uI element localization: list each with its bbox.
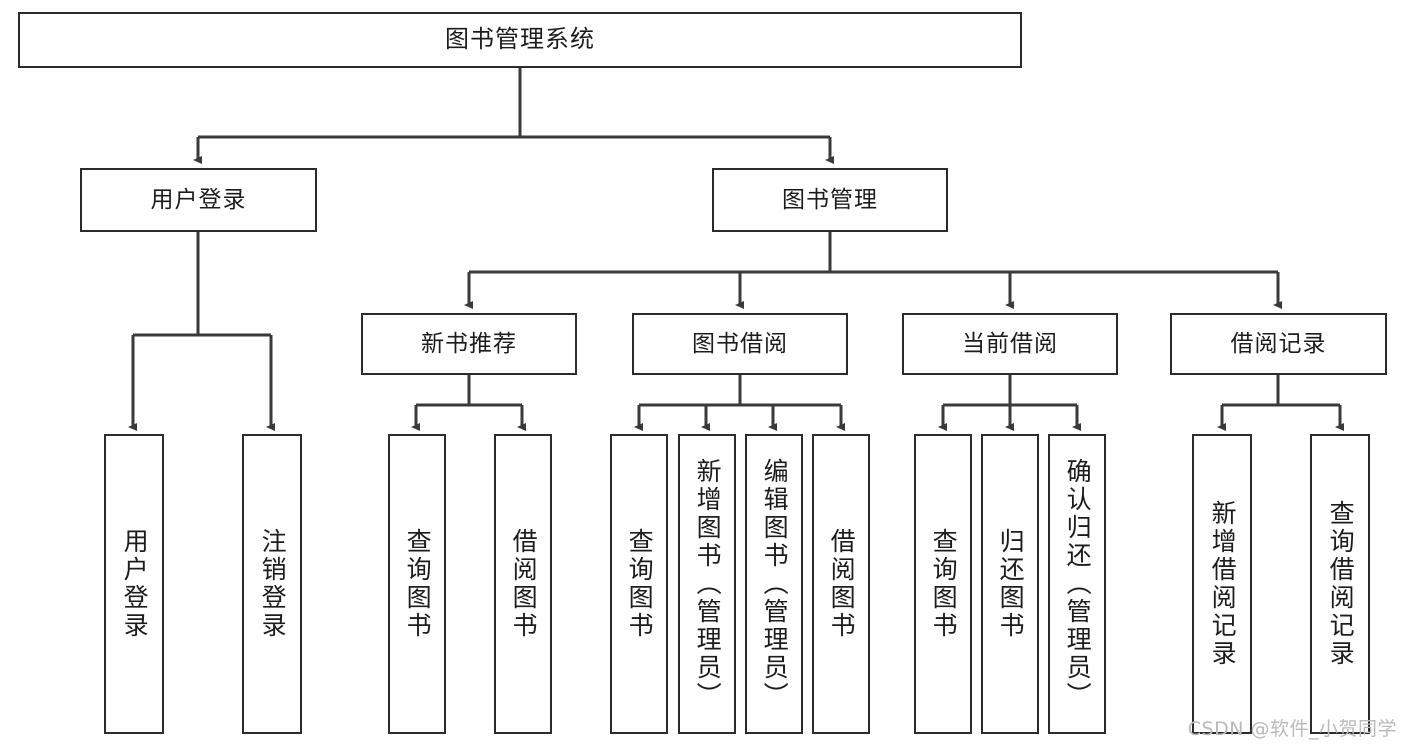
node-label: 新增图书（管理员） (693, 458, 723, 710)
node-new-book-recommendation[interactable]: 新书推荐 (361, 313, 577, 375)
node-root-book-management-system[interactable]: 图书管理系统 (18, 12, 1022, 68)
node-label: 借阅图书 (827, 528, 857, 640)
node-leaf-user-login[interactable]: 用户登录 (104, 434, 164, 734)
node-label: 查询借阅记录 (1326, 500, 1356, 668)
node-leaf-add-borrow-record[interactable]: 新增借阅记录 (1192, 434, 1252, 734)
node-label: 查询图书 (929, 528, 959, 640)
node-label: 用户登录 (120, 528, 150, 640)
node-label: 归还图书 (996, 528, 1026, 640)
node-book-management[interactable]: 图书管理 (712, 168, 948, 232)
node-label: 图书管理 (782, 186, 878, 213)
node-label: 新书推荐 (421, 330, 517, 357)
node-label: 新增借阅记录 (1208, 500, 1238, 668)
csdn-watermark: CSDN @软件_小贺同学 (1187, 718, 1397, 740)
node-leaf-confirm-return-admin[interactable]: 确认归还（管理员） (1048, 434, 1106, 734)
node-label: 当前借阅 (962, 330, 1058, 357)
node-leaf-logout[interactable]: 注销登录 (242, 434, 302, 734)
node-leaf-query-books-borrow[interactable]: 查询图书 (610, 434, 668, 734)
node-leaf-edit-book-admin[interactable]: 编辑图书（管理员） (745, 434, 803, 734)
node-leaf-add-book-admin[interactable]: 新增图书（管理员） (678, 434, 736, 734)
node-label: 借阅记录 (1230, 330, 1327, 357)
node-leaf-query-borrow-record[interactable]: 查询借阅记录 (1310, 434, 1370, 734)
node-leaf-query-books-current[interactable]: 查询图书 (914, 434, 972, 734)
node-label: 用户登录 (150, 186, 247, 213)
node-label: 查询图书 (625, 528, 655, 640)
node-leaf-borrow-books-new[interactable]: 借阅图书 (494, 434, 552, 734)
node-label: 查询图书 (403, 528, 433, 640)
node-label: 注销登录 (258, 528, 288, 640)
node-borrowing-record[interactable]: 借阅记录 (1170, 313, 1387, 375)
node-book-borrowing[interactable]: 图书借阅 (632, 313, 848, 375)
node-label: 借阅图书 (509, 528, 539, 640)
node-current-borrowing[interactable]: 当前借阅 (902, 313, 1118, 375)
node-leaf-query-books-new[interactable]: 查询图书 (388, 434, 446, 734)
node-leaf-borrow-books[interactable]: 借阅图书 (812, 434, 870, 734)
node-label: 确认归还（管理员） (1063, 458, 1093, 710)
node-user-login[interactable]: 用户登录 (80, 168, 317, 232)
node-leaf-return-books[interactable]: 归还图书 (981, 434, 1039, 734)
node-label: 编辑图书（管理员） (760, 458, 790, 710)
node-label: 图书管理系统 (445, 25, 595, 54)
node-label: 图书借阅 (692, 330, 788, 357)
